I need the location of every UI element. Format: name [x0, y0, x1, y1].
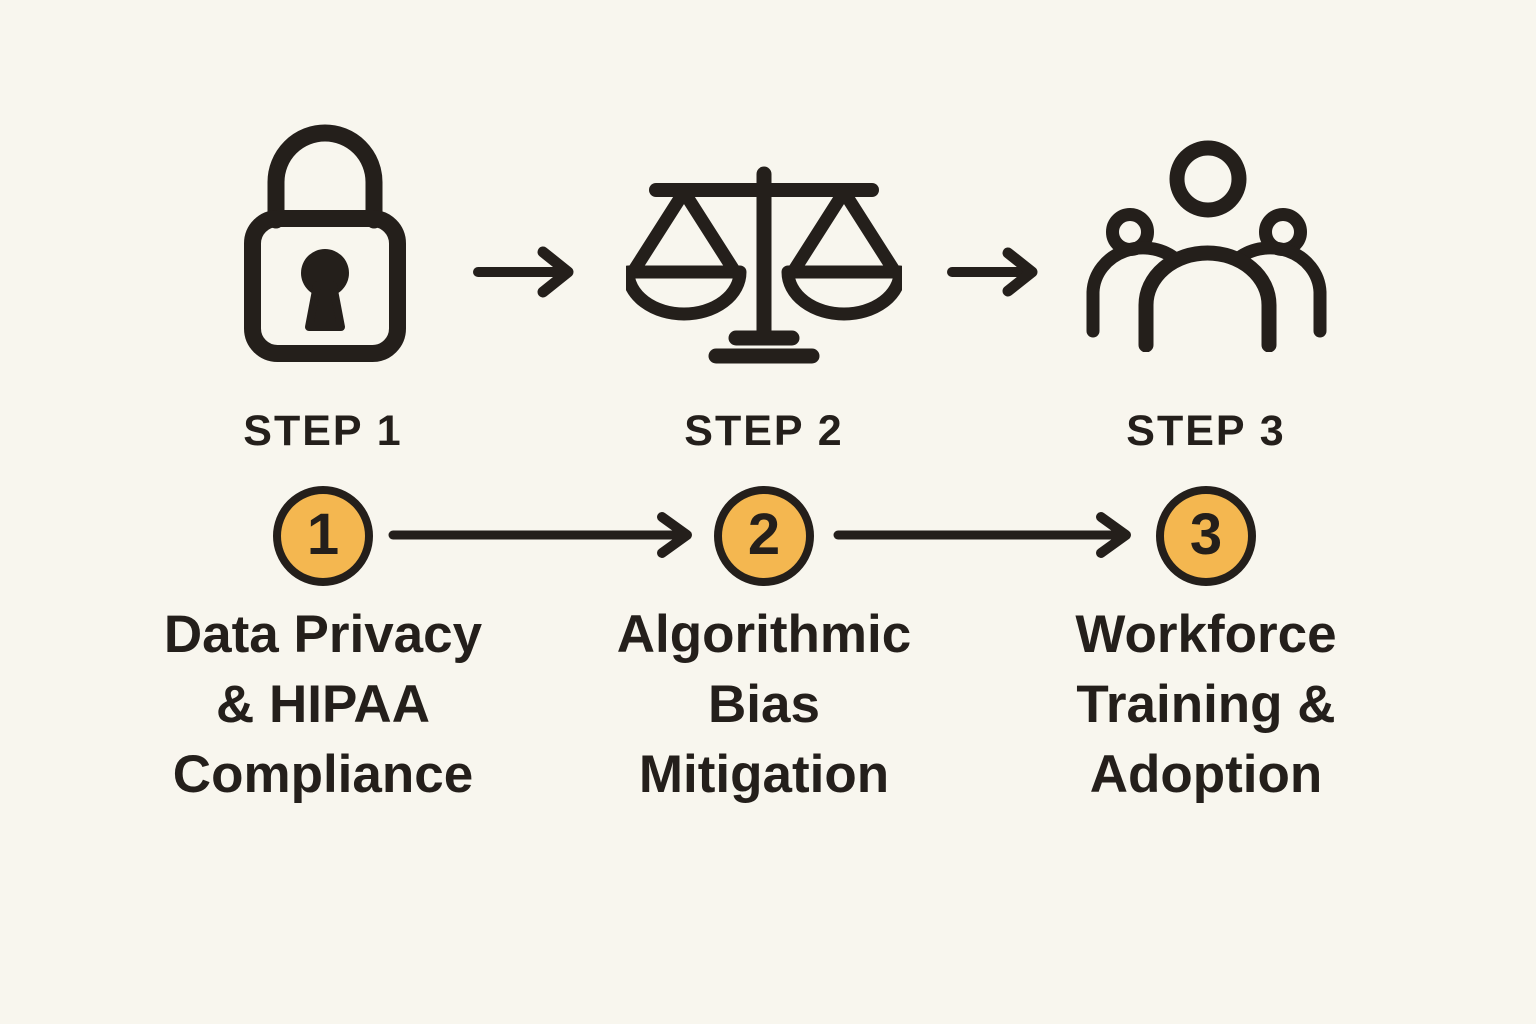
step-number: 2: [747, 502, 781, 567]
caption-line: Data Privacy: [163, 605, 483, 664]
caption-line: Compliance: [172, 745, 474, 804]
caption-line: Mitigation: [638, 745, 890, 804]
caption-line: Training &: [1076, 675, 1336, 734]
step-label: STEP 3: [1126, 407, 1286, 455]
step-column-3: STEP 3 3 Workforce Training & Adoption: [976, 112, 1436, 810]
step-label: STEP 2: [684, 407, 844, 455]
arrow-right-icon: [945, 244, 1045, 300]
arrow-right-icon: [470, 244, 585, 300]
step-caption: Data Privacy & HIPAA Compliance: [164, 600, 482, 810]
people-group-icon: [1086, 140, 1326, 352]
caption-line: Algorithmic: [616, 605, 912, 664]
step-number-badge: 2: [714, 486, 814, 586]
step-caption: Algorithmic Bias Mitigation: [617, 600, 911, 810]
lock-icon: [244, 124, 406, 362]
step-label: STEP 1: [243, 407, 403, 455]
arrow-right-icon: [830, 507, 1142, 563]
caption-line: Bias: [708, 675, 820, 734]
step-column-1: STEP 1 1 Data Privacy & HIPAA Compliance: [93, 112, 553, 810]
caption-line: Workforce: [1075, 605, 1337, 664]
step-number-badge: 1: [273, 486, 373, 586]
caption-line: & HIPAA: [216, 675, 430, 734]
step-caption: Workforce Training & Adoption: [1075, 600, 1336, 810]
caption-line: Adoption: [1089, 745, 1323, 804]
step-number: 1: [306, 502, 340, 567]
step-column-2: STEP 2 2 Algorithmic Bias Mitigation: [534, 112, 994, 810]
scales-icon: [626, 166, 902, 364]
step-number: 3: [1189, 502, 1223, 567]
arrow-right-icon: [385, 507, 703, 563]
step-number-badge: 3: [1156, 486, 1256, 586]
